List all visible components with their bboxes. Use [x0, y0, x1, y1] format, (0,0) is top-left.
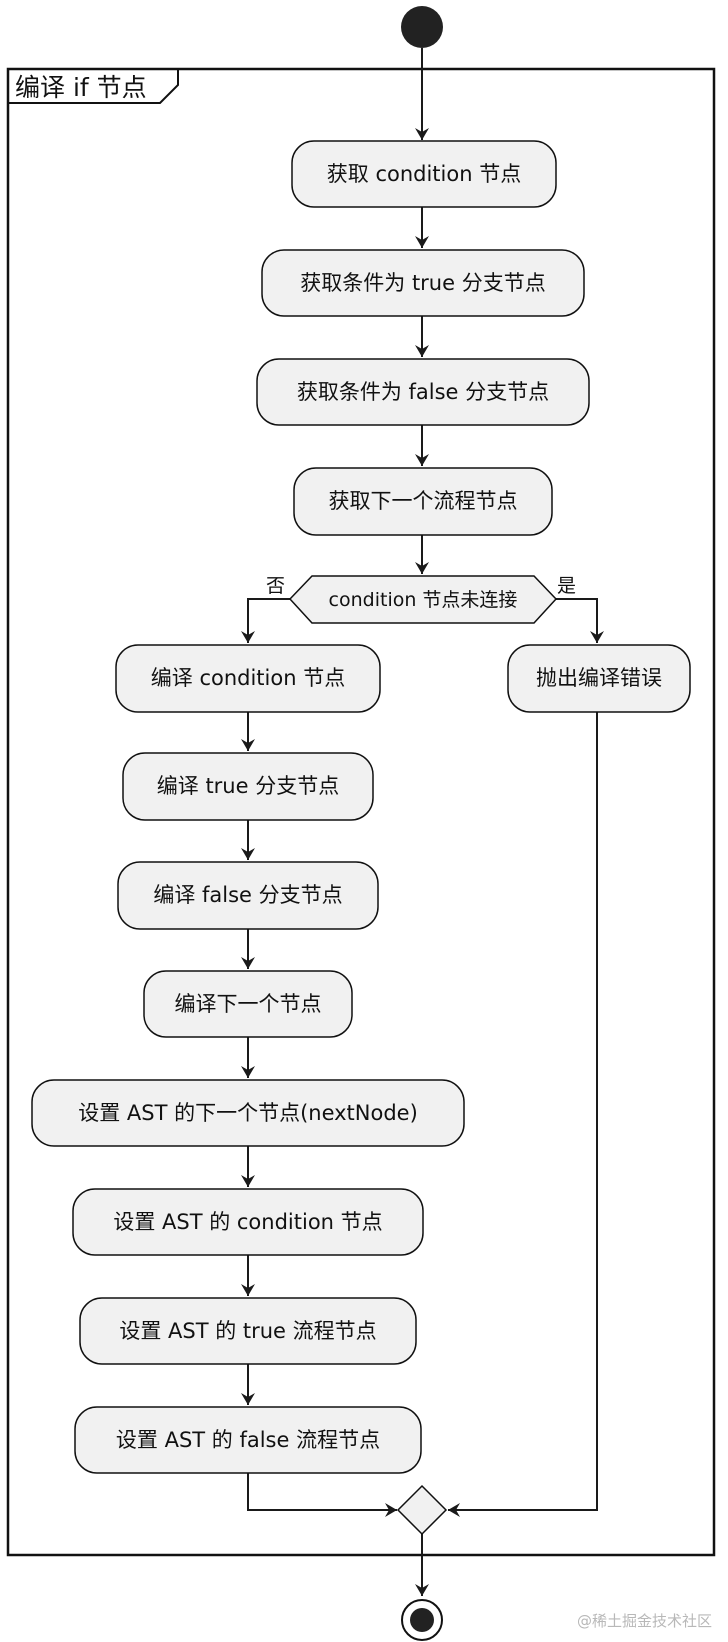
- merge-node: [396, 1484, 448, 1536]
- node-compile-condition-label: 编译 condition 节点: [151, 666, 345, 690]
- node-set-next-label: 设置 AST 的下一个节点(nextNode): [78, 1101, 418, 1125]
- frame-tab: [8, 68, 179, 104]
- edge-right-merge: [448, 712, 598, 1517]
- edge-yes: [554, 598, 604, 643]
- node-set-true-flow-label: 设置 AST 的 true 流程节点: [119, 1319, 376, 1343]
- node-compile-false-label: 编译 false 分支节点: [153, 883, 342, 907]
- node-set-true-flow: 设置 AST 的 true 流程节点: [79, 1297, 417, 1365]
- node-compile-false: 编译 false 分支节点: [117, 861, 379, 930]
- edge-label-yes: 是: [557, 575, 576, 597]
- node-get-true-branch-label: 获取条件为 true 分支节点: [300, 271, 545, 295]
- end-node: [401, 1599, 443, 1641]
- watermark: @稀土掘金技术社区: [577, 1612, 712, 1630]
- node-throw-error: 抛出编译错误: [507, 644, 691, 713]
- node-get-next: 获取下一个流程节点: [293, 467, 553, 536]
- edge-label-no: 否: [266, 575, 285, 597]
- node-get-false-branch: 获取条件为 false 分支节点: [256, 358, 590, 426]
- node-get-condition: 获取 condition 节点: [291, 140, 557, 208]
- node-set-next: 设置 AST 的下一个节点(nextNode): [31, 1079, 465, 1147]
- start-node: [401, 6, 443, 48]
- edge-left-merge: [247, 1473, 397, 1517]
- frame-compile-if: [6, 67, 716, 1557]
- node-get-condition-label: 获取 condition 节点: [327, 162, 521, 186]
- node-get-true-branch: 获取条件为 true 分支节点: [261, 249, 585, 317]
- node-compile-next: 编译下一个节点: [143, 970, 353, 1038]
- node-set-condition-label: 设置 AST 的 condition 节点: [113, 1210, 382, 1234]
- frame-label: 编译 if 节点: [15, 73, 147, 102]
- node-set-condition: 设置 AST 的 condition 节点: [72, 1188, 424, 1256]
- node-set-false-flow: 设置 AST 的 false 流程节点: [74, 1406, 422, 1474]
- node-compile-true-label: 编译 true 分支节点: [157, 774, 339, 798]
- node-set-false-flow-label: 设置 AST 的 false 流程节点: [116, 1428, 380, 1452]
- node-compile-condition: 编译 condition 节点: [115, 644, 381, 713]
- edge-no: [241, 598, 290, 643]
- node-compile-next-label: 编译下一个节点: [175, 992, 322, 1016]
- decision-label: condition 节点未连接: [329, 589, 518, 611]
- node-get-false-branch-label: 获取条件为 false 分支节点: [297, 380, 549, 404]
- decision-node: condition 节点未连接: [288, 575, 558, 624]
- node-throw-error-label: 抛出编译错误: [536, 666, 662, 690]
- node-get-next-label: 获取下一个流程节点: [329, 489, 518, 513]
- node-compile-true: 编译 true 分支节点: [122, 752, 374, 821]
- edges: [241, 48, 604, 1596]
